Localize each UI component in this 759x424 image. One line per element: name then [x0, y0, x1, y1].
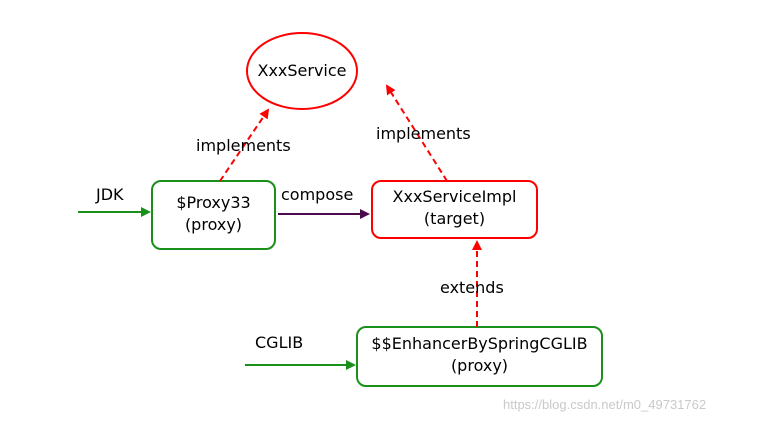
cglib-proxy-node [356, 326, 603, 387]
proxy33-role: (proxy) [184, 215, 243, 234]
watermark: https://blog.csdn.net/m0_49731762 [503, 397, 707, 412]
service-impl-node [371, 180, 538, 239]
implements-left-arrow [219, 108, 270, 182]
compose-label: compose [281, 185, 354, 204]
implements-left-label: implements [196, 136, 291, 155]
xxx-service-node [246, 32, 358, 110]
proxy33-name: $Proxy33 [176, 193, 251, 212]
service-impl-role: (target) [423, 209, 486, 228]
service-impl-label: XxxServiceImpl (target) [372, 186, 537, 230]
cglib-proxy-role: (proxy) [450, 356, 509, 375]
cglib-label: CGLIB [255, 333, 304, 352]
cglib-proxy-name: $$EnhancerBySpringCGLIB [371, 334, 588, 353]
proxy33-node [151, 180, 276, 250]
service-impl-name: XxxServiceImpl [392, 187, 517, 206]
proxy33-label: $Proxy33 (proxy) [152, 192, 275, 236]
xxx-service-label: XxxService [257, 61, 347, 80]
implements-right-arrow [385, 84, 448, 182]
cglib-proxy-label: $$EnhancerBySpringCGLIB (proxy) [357, 333, 602, 377]
extends-label: extends [440, 278, 504, 297]
jdk-label: JDK [96, 185, 124, 204]
implements-right-label: implements [376, 124, 471, 143]
